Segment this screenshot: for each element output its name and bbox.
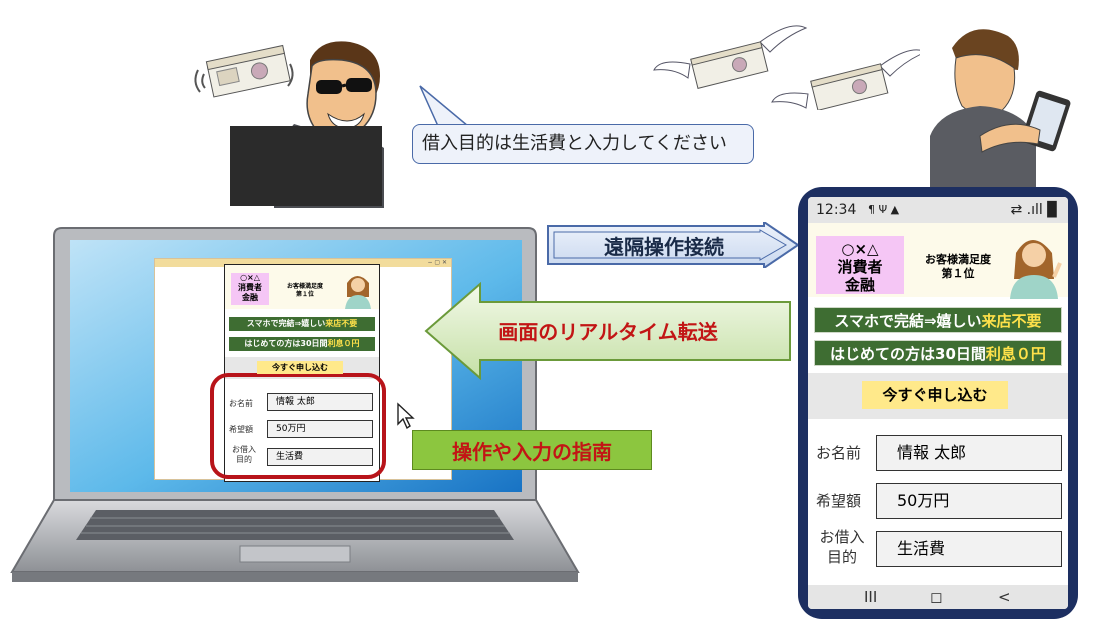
window-controls[interactable]: − ▢ ✕ — [427, 259, 447, 267]
app-logo-line-3: 金融 — [816, 276, 904, 294]
label-purpose-line2: 目的 — [816, 547, 868, 567]
home-button[interactable]: ◻ — [930, 585, 942, 609]
app-banner1-text: スマホで完結⇒嬉しい — [834, 312, 981, 330]
app-satisfaction-line-2: 第１位 — [912, 267, 1004, 281]
field-name[interactable]: 情報 太郎 — [876, 435, 1062, 471]
mini-banner-1: スマホで完結⇒嬉しい来店不要 — [229, 317, 375, 331]
app-satisfaction-line-1: お客様満足度 — [912, 253, 1004, 267]
apply-now-button[interactable]: 今すぐ申し込む — [862, 381, 1008, 409]
mini-satisfaction: お客様満足度 第１位 — [287, 283, 323, 299]
status-icons-right: ⇄ .ıll ▉ — [1010, 197, 1058, 223]
label-amount: 希望額 — [816, 491, 861, 511]
smartphone-screen: 12:34 ¶ Ψ ▲ ⇄ .ıll ▉ ○×△ 消費者 金融 お客様満足度 第… — [808, 197, 1068, 609]
speech-bubble-tail — [416, 82, 486, 128]
back-button[interactable]: < — [998, 585, 1011, 609]
logo-line-1: ○×△ — [231, 273, 269, 283]
mini-apply-button[interactable]: 今すぐ申し込む — [257, 361, 343, 374]
banner1-highlight: 来店不要 — [325, 319, 357, 328]
app-logo-line-2: 消費者 — [816, 258, 904, 276]
label-purpose-line1: お借入 — [816, 527, 868, 547]
recent-apps-button[interactable]: III — [864, 585, 877, 609]
status-time: 12:34 — [816, 197, 856, 223]
app-banner1-highlight: 来店不要 — [982, 312, 1042, 330]
banner2-highlight: 利息０円 — [328, 339, 360, 348]
app-banner2-text: はじめての方は30日間 — [830, 345, 986, 363]
logo-line-3: 金融 — [231, 293, 269, 303]
app-logo-line-1: ○×△ — [816, 240, 904, 258]
label-name: お名前 — [816, 443, 861, 463]
guide-label: 操作や入力の指南 — [412, 430, 652, 470]
operator-woman-icon — [1004, 227, 1064, 299]
sunglasses-man-icon — [228, 28, 408, 208]
form-highlight-ring — [210, 373, 386, 479]
app-satisfaction: お客様満足度 第１位 — [912, 253, 1004, 281]
app-banner2-highlight: 利息０円 — [986, 345, 1046, 363]
banner2-text: はじめての方は30日間 — [244, 339, 327, 348]
status-bar: 12:34 ¶ Ψ ▲ ⇄ .ıll ▉ — [808, 197, 1068, 223]
label-purpose: お借入 目的 — [816, 527, 868, 567]
mini-banner-2: はじめての方は30日間利息０円 — [229, 337, 375, 351]
satisfaction-line-1: お客様満足度 — [287, 283, 323, 291]
mini-logo: ○×△ 消費者 金融 — [231, 273, 269, 305]
remote-connection-label: 遠隔操作接続 — [548, 224, 780, 266]
app-logo: ○×△ 消費者 金融 — [816, 236, 904, 294]
banner1-text: スマホで完結⇒嬉しい — [247, 319, 325, 328]
satisfaction-line-2: 第１位 — [287, 291, 323, 299]
app-banner-1: スマホで完結⇒嬉しい来店不要 — [814, 307, 1062, 333]
realtime-transfer-label: 画面のリアルタイム転送 — [430, 300, 786, 360]
operator-woman-icon — [337, 269, 377, 309]
winged-money-icon — [650, 20, 920, 110]
field-purpose[interactable]: 生活費 — [876, 531, 1062, 567]
status-icons-left: ¶ Ψ ▲ — [868, 197, 899, 223]
logo-line-2: 消費者 — [231, 283, 269, 293]
field-amount[interactable]: 50万円 — [876, 483, 1062, 519]
speech-bubble: 借入目的は生活費と入力してください — [412, 124, 754, 164]
mouse-cursor-icon — [396, 402, 418, 430]
phone-user-icon — [916, 18, 1076, 188]
navigation-bar: III ◻ < — [808, 585, 1068, 609]
app-banner-2: はじめての方は30日間利息０円 — [814, 340, 1062, 366]
